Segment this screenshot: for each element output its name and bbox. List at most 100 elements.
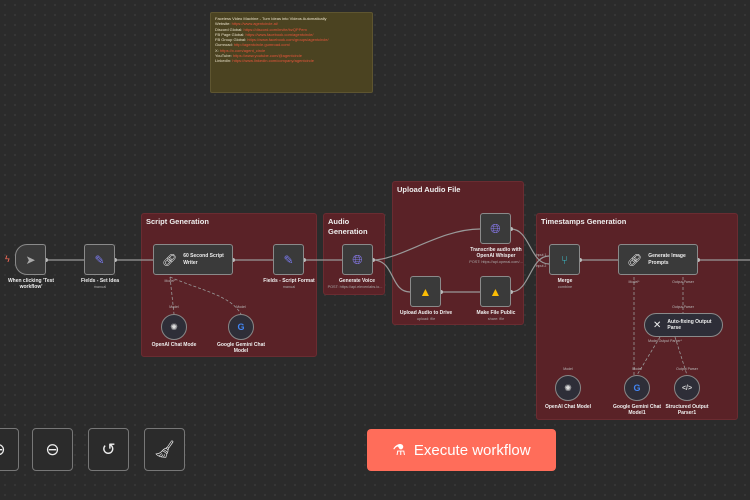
- node-gemini-1[interactable]: G: [228, 314, 254, 340]
- tidy-up-button[interactable]: 🧹︎: [144, 428, 185, 471]
- node-subtitle: upload: file: [416, 317, 436, 321]
- node-merge[interactable]: ⑂: [549, 244, 580, 275]
- note-link-row: YouTube: https://www.youtube.com/@agentc…: [215, 53, 368, 58]
- node-openai-chat-1[interactable]: ✺: [161, 314, 187, 340]
- note-link-row: LinkedIn: https://www.linkedin.com/compa…: [215, 58, 368, 63]
- node-label: OpenAI Chat Model: [544, 404, 592, 410]
- chain-link-icon: 🔗︎: [162, 252, 178, 267]
- note-link-row: FB Group Global: https://www.facebook.co…: [215, 37, 368, 42]
- node-label: Structured Output Parser1: [665, 404, 709, 416]
- google-drive-icon: ▲: [419, 284, 432, 299]
- tools-icon: ✕: [653, 319, 662, 331]
- node-script-writer[interactable]: 🔗︎ 60 Second Script Writer: [153, 244, 233, 275]
- port-label: Model: [563, 367, 573, 371]
- node-structured-parser[interactable]: </>: [674, 375, 700, 401]
- pencil-icon: ✎: [283, 252, 294, 267]
- google-drive-icon: ▲: [489, 284, 502, 299]
- google-icon: G: [633, 383, 641, 393]
- node-script-format[interactable]: ✎: [273, 244, 304, 275]
- node-set-idea[interactable]: ✎: [84, 244, 115, 275]
- port-label: Input 1: [535, 253, 547, 257]
- node-make-public[interactable]: ▲: [480, 276, 511, 307]
- link-label: YouTube:: [215, 53, 232, 59]
- trigger-bolt-icon: ϟ: [5, 254, 10, 264]
- node-trigger[interactable]: ➤: [15, 244, 46, 275]
- port-label: Input 2: [535, 264, 547, 268]
- node-label: 60 Second Script Writer: [183, 253, 224, 266]
- node-label: Auto-fixing Output Parse: [667, 318, 712, 332]
- port-label: Model Output Parser*: [648, 339, 682, 343]
- reset-zoom-button[interactable]: ↺: [88, 428, 129, 471]
- group-title: Audio Generation: [328, 217, 368, 236]
- sticky-note[interactable]: Faceless Video Machine - Turn Ideas into…: [210, 12, 373, 93]
- node-label: Generate Image Prompts: [648, 253, 686, 266]
- broom-icon: 🧹︎: [153, 439, 176, 459]
- link-label: Website:: [215, 21, 231, 27]
- note-link[interactable]: http://agentcircle.gumroad.com/: [233, 42, 290, 48]
- execute-label: Execute workflow: [413, 441, 531, 459]
- node-label: Fields - Set Idea: [80, 278, 120, 284]
- node-label: Merge: [557, 278, 573, 284]
- group-title: Script Generation: [146, 217, 209, 226]
- note-link[interactable]: https://www.youtube.com/@agentcircle: [232, 53, 302, 59]
- node-openai-chat-2[interactable]: ✺: [555, 375, 581, 401]
- node-image-prompts[interactable]: 🔗︎ Generate Image Prompts: [618, 244, 698, 275]
- chain-link-icon: 🔗︎: [627, 252, 643, 267]
- node-upload-drive[interactable]: ▲: [410, 276, 441, 307]
- note-link-row: Gumroad: http://agentcircle.gumroad.com/: [215, 42, 368, 47]
- node-transcribe[interactable]: 🌐︎: [480, 213, 511, 244]
- port-label: Model*: [628, 280, 640, 284]
- zoom-out-button[interactable]: ⊖: [32, 428, 73, 471]
- note-link-row: FB Page Global: https://www.facebook.com…: [215, 32, 368, 37]
- note-link-row: Discord Global: https://discord.com/invi…: [215, 27, 368, 32]
- port-label: Model: [236, 305, 246, 309]
- note-link[interactable]: https://www.agentcircle.ai/: [231, 21, 278, 27]
- group-title: Upload Audio File: [397, 185, 461, 194]
- zoom-in-icon: ⊕: [0, 440, 6, 460]
- globe-icon: 🌐︎: [490, 220, 501, 236]
- note-link[interactable]: https://www.linkedin.com/company/agentci…: [232, 58, 314, 64]
- note-link-row: Website: https://www.agentcircle.ai/: [215, 21, 368, 26]
- node-subtitle: POST: https://api.openai.com/...: [469, 260, 523, 264]
- zoom-in-button[interactable]: ⊕: [0, 428, 19, 471]
- node-label: Transcribe audio with OpenAI Whisper: [470, 247, 522, 259]
- cursor-icon: ➤: [25, 252, 36, 267]
- merge-icon: ⑂: [560, 252, 569, 267]
- note-link[interactable]: https://x.com/agent_circle: [219, 47, 266, 53]
- port-label: Output Parser: [676, 367, 698, 371]
- node-label: When clicking 'Test workflow': [7, 278, 55, 290]
- link-label: LinkedIn:: [215, 58, 232, 64]
- globe-icon: 🌐︎: [352, 251, 363, 267]
- execute-workflow-button[interactable]: ⚗ Execute workflow: [367, 429, 556, 471]
- note-link[interactable]: https://www.facebook.com/groups/agentcir…: [247, 37, 329, 43]
- node-subtitle: share: file: [487, 317, 505, 321]
- link-label: FB Group Global:: [215, 37, 247, 43]
- note-link-row: X: https://x.com/agent_circle: [215, 48, 368, 53]
- note-title: Faceless Video Machine - Turn Ideas into…: [215, 16, 327, 21]
- pencil-icon: ✎: [94, 252, 105, 267]
- note-link[interactable]: https://discord.com/invite/bzQPPem: [243, 26, 307, 32]
- link-label: FB Page Global:: [215, 31, 245, 37]
- link-label: Discord Global:: [215, 26, 243, 32]
- port-label: Output Parser: [672, 305, 694, 309]
- node-gemini-2[interactable]: G: [624, 375, 650, 401]
- port-label: Model: [632, 367, 642, 371]
- node-generate-voice[interactable]: 🌐︎: [342, 244, 373, 275]
- node-subtitle: POST: https://api.elevenlabs.io...: [327, 285, 383, 289]
- node-label: Generate Voice: [338, 278, 376, 284]
- node-autofix-parser[interactable]: ✕ Auto-fixing Output Parse: [644, 313, 723, 337]
- flask-icon: ⚗: [392, 442, 406, 459]
- node-subtitle: manual: [93, 285, 107, 289]
- link-label: Gumroad:: [215, 42, 233, 48]
- note-link[interactable]: https://www.facebook.com/agentcircle/: [245, 31, 314, 37]
- node-label: Google Gemini Chat Model1: [612, 404, 662, 416]
- port-label: Output Parser: [672, 280, 694, 284]
- node-label: OpenAI Chat Mode: [151, 342, 197, 348]
- group-title: Timestamps Generation: [541, 217, 627, 226]
- node-label: Fields - Script Format: [263, 278, 315, 284]
- google-icon: G: [237, 322, 245, 332]
- node-subtitle: combine: [557, 285, 573, 289]
- undo-icon: ↺: [101, 439, 116, 459]
- port-label: Model: [169, 305, 179, 309]
